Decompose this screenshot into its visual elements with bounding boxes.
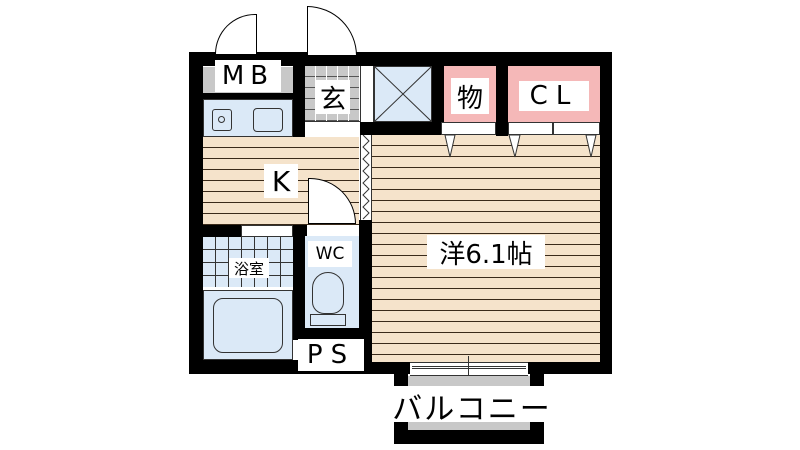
balcony-bottom-rail <box>408 422 530 430</box>
window-rail <box>412 366 526 369</box>
meter-box-label: MB <box>215 60 281 92</box>
sink-icon <box>253 108 283 132</box>
pipe-space-label: PS <box>298 339 364 371</box>
balcony-label: バルコニー <box>392 392 552 427</box>
entrance-door <box>307 6 357 56</box>
closet-door-right <box>553 122 600 135</box>
storage-label: 物 <box>451 78 489 114</box>
closet-divider-wall <box>496 66 508 136</box>
toilet-label: WC <box>308 241 352 267</box>
wc-left-wall <box>293 236 305 340</box>
balcony-top-rail <box>408 376 530 386</box>
balcony-window <box>410 362 528 376</box>
bath-door <box>241 225 293 237</box>
burner-icon <box>218 116 225 123</box>
kitchen-label: K <box>264 164 298 198</box>
cross-icon <box>375 67 431 121</box>
wc-top-wall <box>293 225 307 237</box>
meter-box-door <box>215 14 257 54</box>
toilet-tank-icon <box>310 314 346 326</box>
bathroom-label: 浴室 <box>229 258 269 278</box>
shoe-cabinet <box>374 66 432 122</box>
storage-door <box>441 122 496 135</box>
closet-door-left <box>508 122 553 135</box>
bathtub-basin-icon <box>213 298 283 353</box>
door-markers-icon <box>444 135 597 158</box>
accordion-partition <box>360 134 372 220</box>
kitchen-right-wall <box>293 66 305 137</box>
entrance-step <box>305 121 360 135</box>
closet-label: CL <box>519 81 589 111</box>
zigzag-icon <box>362 134 370 220</box>
shoe-cabinet-gap <box>360 66 374 122</box>
balcony-post-left <box>394 374 408 386</box>
outer-wall-left <box>189 52 203 374</box>
counter-top-wall <box>203 93 303 99</box>
kitchen-bottom-wall <box>203 225 243 237</box>
storage-wall <box>432 66 444 126</box>
room-divider-wall <box>359 220 372 362</box>
window-center-mark <box>468 356 469 380</box>
western-room-label: 洋6.1帖 <box>427 235 545 270</box>
toilet-bowl-icon <box>312 272 344 314</box>
entrance-label: 玄 <box>316 80 350 115</box>
ps-top-wall <box>293 328 371 340</box>
balcony-post-right <box>530 374 544 386</box>
outer-wall-top-right <box>358 52 612 66</box>
outer-wall-right <box>600 52 612 374</box>
